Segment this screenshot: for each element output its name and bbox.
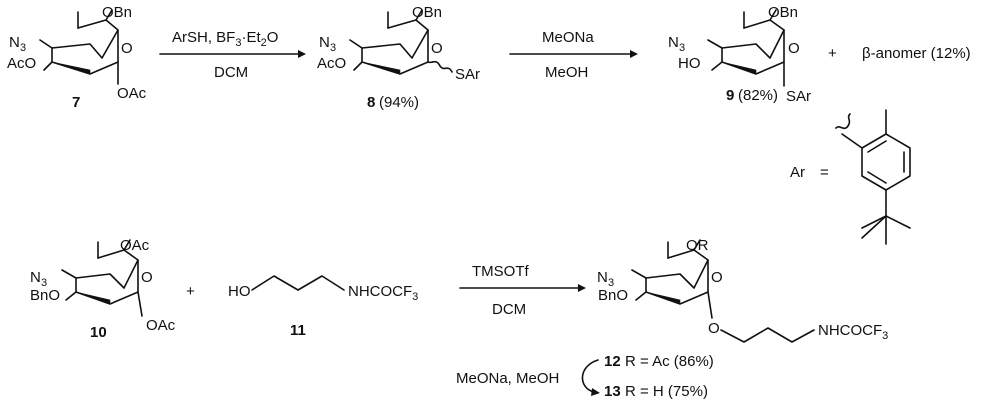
compound-9-yield: (82%)	[738, 87, 778, 104]
sar-label: SAr	[786, 88, 811, 105]
compound-10-number: 10	[90, 324, 107, 341]
nhcocf3-label: NHCOCF3	[818, 322, 888, 342]
ring-oxygen-label: O	[141, 269, 153, 286]
compound-10-structure: OAc O N 3 BnO OAc 10	[30, 237, 176, 341]
linker-oxygen-label: O	[708, 320, 720, 337]
product-labels: 12 R = Ac (86%) 13 R = H (75%) MeONa, Me…	[456, 353, 714, 400]
ring-oxygen-label: O	[788, 40, 800, 57]
azide-subscript: 3	[41, 277, 47, 289]
ho-label: HO	[678, 55, 701, 72]
azide-subscript: 3	[608, 277, 614, 289]
azide-label: N	[30, 269, 41, 286]
reaction-arrow-3: TMSOTf DCM	[459, 263, 586, 318]
arrow-2-reagent: MeONa	[542, 29, 594, 46]
azide-label: N	[9, 34, 20, 51]
oac-label: OAc	[117, 85, 147, 102]
ho-label: HO	[228, 283, 251, 300]
azide-subscript: 3	[20, 42, 26, 54]
arrow-1-reagent: ArSH, BF3·Et2O	[172, 29, 278, 49]
bno-label: BnO	[30, 287, 60, 304]
ar-equals: =	[820, 164, 829, 181]
arrow-1-solvent: DCM	[214, 64, 248, 81]
compound-13-number: 13	[604, 383, 621, 400]
aryl-group-definition: Ar =	[790, 109, 911, 245]
bno-label: BnO	[598, 287, 628, 304]
ring-oxygen-label: O	[711, 269, 723, 286]
oac-top-label: OAc	[120, 237, 150, 254]
arrow-3-solvent: DCM	[492, 301, 526, 318]
compound-7-structure: OBn O N 3 AcO OAc 7	[7, 4, 147, 111]
compound-13-description: R = H (75%)	[625, 383, 708, 400]
azide-subscript: 3	[679, 42, 685, 54]
obn-label: OBn	[412, 4, 442, 21]
azide-label: N	[597, 269, 608, 286]
plus-sign-1: +	[828, 45, 837, 62]
aco-label: AcO	[7, 55, 36, 72]
arrow-3-reagent: TMSOTf	[472, 263, 529, 280]
compound-11-structure: HO NHCOCF3 11	[228, 275, 418, 339]
obn-label: OBn	[102, 4, 132, 21]
reaction-arrow-2: MeONa MeOH	[509, 29, 638, 81]
compound-7-number: 7	[72, 94, 80, 111]
compound-12-number: 12	[604, 353, 621, 370]
ring-oxygen-label: O	[121, 40, 133, 57]
beta-anomer-label: β-anomer (12%)	[862, 45, 971, 62]
compound-12-description: R = Ac (86%)	[625, 353, 714, 370]
or-label: OR	[686, 237, 709, 254]
compound-12-13-structure: OR O N 3 BnO O NHCOCF3	[597, 237, 888, 343]
reaction-arrow-1: ArSH, BF3·Et2O DCM	[159, 29, 306, 81]
arrow-2-solvent: MeOH	[545, 64, 588, 81]
oac-label: OAc	[146, 317, 176, 334]
compound-9-number: 9	[726, 87, 734, 104]
azide-label: N	[668, 34, 679, 51]
deprotection-reagent: MeONa, MeOH	[456, 370, 559, 387]
compound-9-structure: OBn O N 3 HO SAr 9 (82%)	[668, 4, 811, 105]
obn-label: OBn	[768, 4, 798, 21]
compound-8-structure: OBn O N 3 AcO SAr 8 (94%)	[317, 4, 480, 111]
azide-label: N	[319, 34, 330, 51]
sar-label: SAr	[455, 66, 480, 83]
compound-11-number: 11	[290, 322, 306, 339]
aco-label: AcO	[317, 55, 346, 72]
azide-subscript: 3	[330, 42, 336, 54]
plus-sign-2: +	[186, 283, 195, 300]
ar-label: Ar	[790, 164, 805, 181]
compound-8-number: 8	[367, 94, 375, 111]
nhcocf3-label: NHCOCF3	[348, 283, 418, 303]
compound-8-yield: (94%)	[379, 94, 419, 111]
ring-oxygen-label: O	[431, 40, 443, 57]
